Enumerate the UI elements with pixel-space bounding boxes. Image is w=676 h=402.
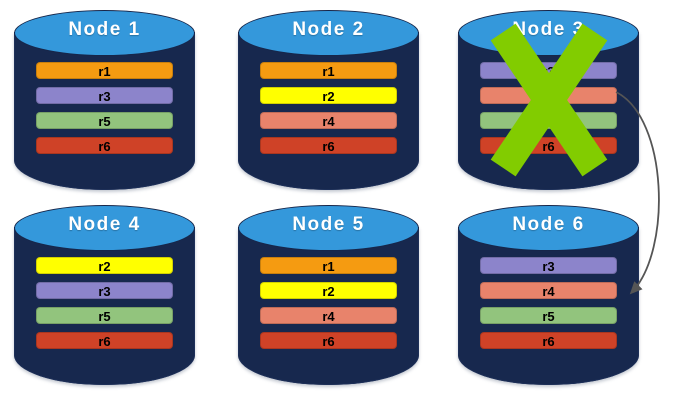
node-4[interactable]: Node 4 r2 r3 r5 r6 <box>14 205 195 385</box>
record-bar-r3[interactable]: r3 <box>480 257 617 274</box>
record-bar-r2[interactable]: r2 <box>260 87 397 104</box>
node-cylinder-body <box>238 227 419 385</box>
record-bar-r6[interactable]: r6 <box>36 137 173 154</box>
record-bar-r6[interactable]: r6 <box>260 332 397 349</box>
record-bar-r6[interactable]: r6 <box>480 332 617 349</box>
record-bar-r5[interactable]: r5 <box>36 307 173 324</box>
record-bar-r6[interactable]: r6 <box>480 137 617 154</box>
record-bar-r3[interactable]: r3 <box>480 62 617 79</box>
record-bar-r5[interactable]: r5 <box>480 112 617 129</box>
record-bar-r6[interactable]: r6 <box>260 137 397 154</box>
node-cylinder-top <box>458 205 639 251</box>
record-bar-r4[interactable]: r4 <box>480 282 617 299</box>
record-list: r1 r3 r5 r6 <box>36 62 173 162</box>
record-list: r3 r4 r5 r6 <box>480 62 617 162</box>
node-cylinder-top <box>238 205 419 251</box>
node-cylinder-body <box>14 227 195 385</box>
record-list: r1 r2 r4 r6 <box>260 62 397 162</box>
record-bar-r6[interactable]: r6 <box>36 332 173 349</box>
node-label: Node 3 <box>512 19 585 40</box>
node-1[interactable]: Node 1 r1 r3 r5 r6 <box>14 10 195 190</box>
record-bar-r3[interactable]: r3 <box>36 282 173 299</box>
record-bar-r1[interactable]: r1 <box>260 257 397 274</box>
record-bar-r5[interactable]: r5 <box>36 112 173 129</box>
record-bar-r2[interactable]: r2 <box>260 282 397 299</box>
record-bar-r4[interactable]: r4 <box>260 307 397 324</box>
node-label: Node 4 <box>68 214 141 235</box>
node-cylinder-body <box>458 227 639 385</box>
record-bar-r1[interactable]: r1 <box>260 62 397 79</box>
record-bar-r4[interactable]: r4 <box>260 112 397 129</box>
node-label: Node 5 <box>292 214 365 235</box>
node-label: Node 1 <box>68 19 141 40</box>
node-cylinder-top <box>14 10 195 56</box>
record-bar-r1[interactable]: r1 <box>36 62 173 79</box>
node-label: Node 6 <box>512 214 585 235</box>
record-list: r3 r4 r5 r6 <box>480 257 617 357</box>
record-list: r1 r2 r4 r6 <box>260 257 397 357</box>
node-cylinder-body <box>238 32 419 190</box>
node-cylinder-top <box>14 205 195 251</box>
node-6[interactable]: Node 6 r3 r4 r5 r6 <box>458 205 639 385</box>
record-bar-r2[interactable]: r2 <box>36 257 173 274</box>
record-bar-r5[interactable]: r5 <box>480 307 617 324</box>
record-bar-r4[interactable]: r4 <box>480 87 617 104</box>
node-label: Node 2 <box>292 19 365 40</box>
node-3[interactable]: Node 3 r3 r4 r5 r6 <box>458 10 639 190</box>
node-2[interactable]: Node 2 r1 r2 r4 r6 <box>238 10 419 190</box>
record-list: r2 r3 r5 r6 <box>36 257 173 357</box>
node-cylinder-body <box>14 32 195 190</box>
record-bar-r3[interactable]: r3 <box>36 87 173 104</box>
node-cylinder-top <box>238 10 419 56</box>
node-5[interactable]: Node 5 r1 r2 r4 r6 <box>238 205 419 385</box>
